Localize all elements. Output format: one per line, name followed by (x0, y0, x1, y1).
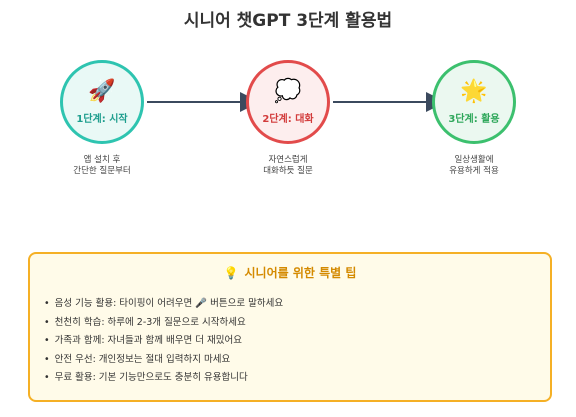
list-item: • 음성 기능 활용: 타이핑이 어려우면 🎤 버튼으로 말하세요 (44, 295, 550, 314)
bullet-icon: • (44, 353, 50, 365)
step-3-description: 일상생활에 유용하게 적용 (414, 155, 534, 177)
tips-list: • 음성 기능 활용: 타이핑이 어려우면 🎤 버튼으로 말하세요 • 천천히 학습… (30, 295, 550, 388)
speech-bubble-icon: 💭 (274, 78, 302, 104)
step-1-circle: 🚀 1단계: 시작 (60, 60, 144, 144)
lightbulb-icon: 💡 (223, 266, 239, 280)
step-1-desc-line-1: 앱 설치 후 (83, 155, 121, 165)
step-1-description: 앱 설치 후 간단한 질문부터 (42, 155, 162, 177)
step-3-desc-line-1: 일상생활에 (454, 155, 494, 165)
list-item: • 가족과 함께: 자녀들과 함께 배우면 더 재밌어요 (44, 332, 550, 351)
bullet-icon: • (44, 372, 50, 383)
step-2-label: 2단계: 대화 (262, 113, 314, 125)
step-1-label: 1단계: 시작 (76, 113, 128, 125)
step-3-label: 3단계: 활용 (448, 113, 500, 125)
step-2-desc-line-2: 대화하듯 질문 (263, 166, 313, 176)
step-2-desc-line-1: 자연스럽게 (268, 155, 308, 165)
tip-text: 무료 활용: 기본 기능만으로도 충분히 유용합니다 (54, 372, 248, 383)
tip-text: 음성 기능 활용: 타이핑이 어려우면 🎤 버튼으로 말하세요 (54, 298, 284, 309)
list-item: • 천천히 학습: 하루에 2-3개 질문으로 시작하세요 (44, 314, 550, 333)
tips-box: 💡 시니어를 위한 특별 팁 • 음성 기능 활용: 타이핑이 어려우면 🎤 버튼으… (28, 252, 552, 402)
star-icon: 🌟 (460, 78, 488, 104)
page-title: 시니어 챗GPT 3단계 활용법 (183, 11, 393, 31)
rocket-icon: 🚀 (88, 78, 116, 104)
bullet-icon: • (44, 335, 50, 346)
tip-text: 안전 우선: 개인정보는 절대 입력하지 마세요 (54, 353, 231, 365)
step-3-circle: 🌟 3단계: 활용 (432, 60, 516, 144)
bullet-icon: • (44, 298, 50, 309)
tips-title: 💡 시니어를 위한 특별 팁 (30, 264, 550, 281)
tip-text: 천천히 학습: 하루에 2-3개 질문으로 시작하세요 (54, 316, 246, 328)
tip-text: 가족과 함께: 자녀들과 함께 배우면 더 재밌어요 (54, 335, 242, 346)
step-1-desc-line-2: 간단한 질문부터 (73, 166, 131, 176)
list-item: • 무료 활용: 기본 기능만으로도 충분히 유용합니다 (44, 369, 550, 388)
list-item: • 안전 우선: 개인정보는 절대 입력하지 마세요 (44, 351, 550, 370)
step-3-desc-line-2: 유용하게 적용 (449, 166, 499, 176)
tips-title-text: 시니어를 위한 특별 팁 (244, 266, 357, 280)
step-2-circle: 💭 2단계: 대화 (246, 60, 330, 144)
bullet-icon: • (44, 316, 50, 328)
step-2-description: 자연스럽게 대화하듯 질문 (228, 155, 348, 177)
